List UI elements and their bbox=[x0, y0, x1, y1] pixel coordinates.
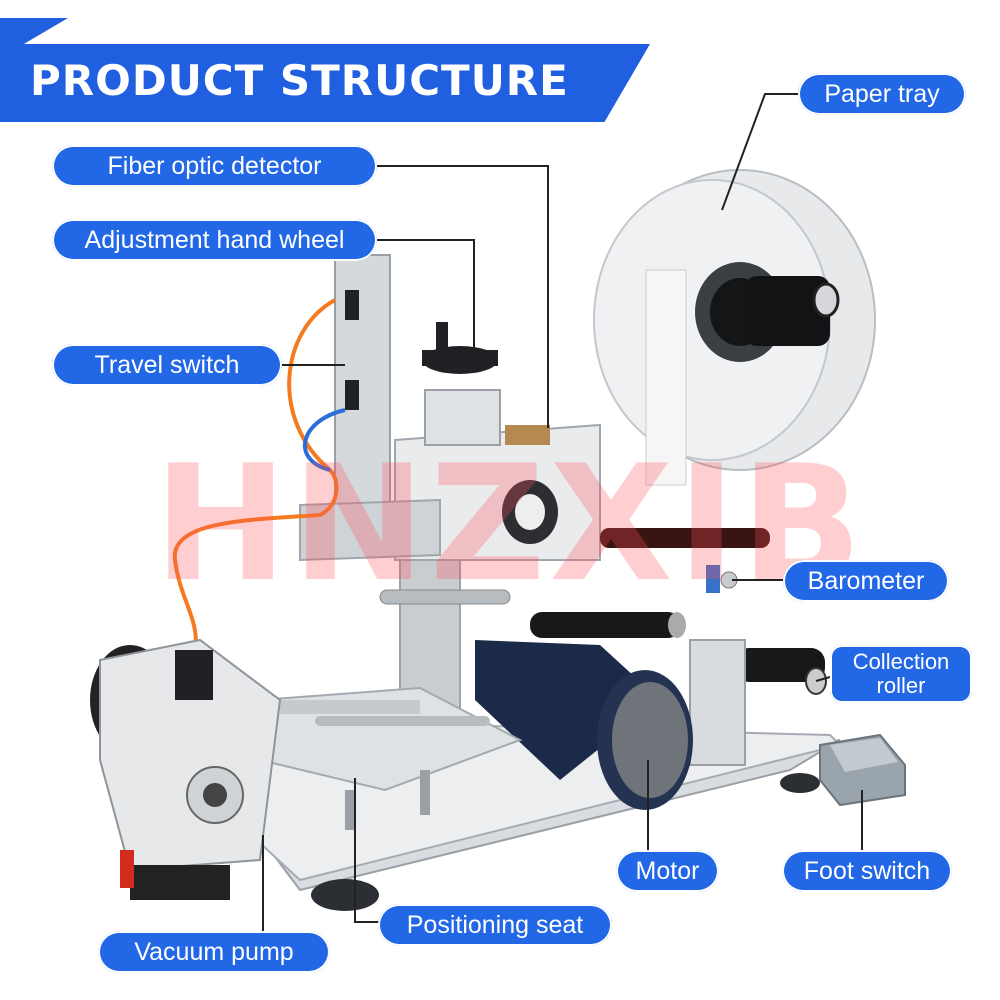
leader-paper-tray bbox=[721, 93, 800, 211]
label-travel-switch: Travel switch bbox=[52, 344, 282, 386]
header-banner bbox=[0, 44, 650, 122]
collection-roller-assembly bbox=[530, 612, 827, 766]
label-paper-tray: Paper tray bbox=[798, 73, 966, 115]
paper-tray-reel bbox=[593, 169, 876, 486]
label-fiber-optic-detector: Fiber optic detector bbox=[52, 145, 377, 187]
positioning-seat bbox=[259, 686, 523, 830]
foot-switch-pedal bbox=[819, 733, 906, 807]
barometer-gauge bbox=[706, 565, 738, 593]
leader-hand-wheel bbox=[376, 239, 475, 352]
watermark: HNZXIB bbox=[153, 430, 867, 617]
label-adjustment-hand-wheel: Adjustment hand wheel bbox=[52, 219, 377, 261]
air-tube-orange bbox=[172, 298, 339, 651]
label-collection-roller-line1: Collection bbox=[852, 649, 950, 674]
vacuum-pump bbox=[90, 638, 282, 900]
air-tube-blue bbox=[302, 408, 346, 472]
labeling-head bbox=[299, 254, 770, 605]
leader-collection-roller bbox=[815, 676, 831, 682]
label-foot-switch: Foot switch bbox=[782, 850, 952, 892]
label-motor: Motor bbox=[616, 850, 719, 892]
leader-positioning-seat bbox=[354, 778, 380, 923]
label-collection-roller: Collection roller bbox=[830, 645, 972, 703]
page-title: PRODUCT STRUCTURE bbox=[30, 56, 569, 105]
label-collection-roller-line2: roller bbox=[876, 673, 926, 698]
label-barometer: Barometer bbox=[783, 560, 949, 602]
motor bbox=[475, 640, 693, 810]
leader-fiber-optic bbox=[376, 165, 549, 428]
label-vacuum-pump: Vacuum pump bbox=[98, 931, 330, 973]
label-positioning-seat: Positioning seat bbox=[378, 904, 612, 946]
